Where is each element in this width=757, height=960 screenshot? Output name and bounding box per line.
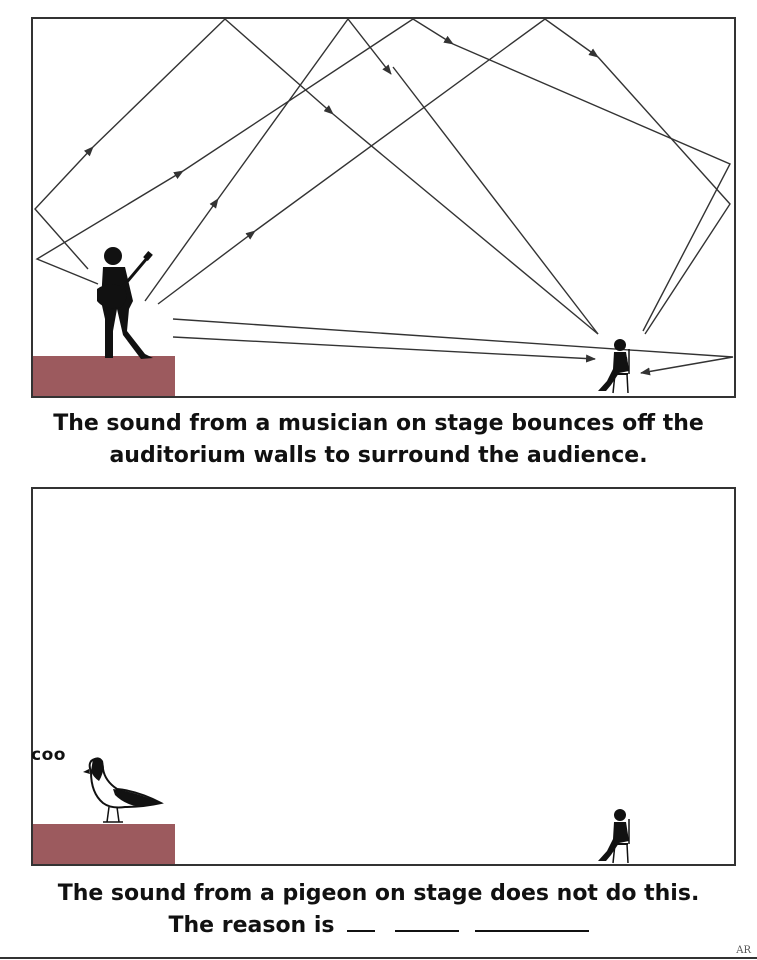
pigeon-sound-text: coo <box>31 745 66 765</box>
reason-prefix: The reason is <box>168 913 335 938</box>
pigeon-icon <box>83 757 164 823</box>
sound-ray <box>254 19 599 232</box>
sound-ray <box>332 113 599 335</box>
sound-ray-floor <box>172 318 734 376</box>
sound-ray <box>35 170 184 285</box>
pigeon-scene <box>33 757 630 864</box>
seated-listener-silhouette-icon <box>598 809 630 864</box>
author-signature: AR <box>736 945 751 956</box>
caption-pigeon-line1: The sound from a pigeon on stage does no… <box>57 881 700 906</box>
caption-musician-line2: auditorium walls to surround the audienc… <box>109 443 648 468</box>
sound-ray <box>92 19 334 148</box>
answer-blank-3[interactable] <box>474 910 589 932</box>
sound-ray-direct <box>172 336 596 363</box>
sound-ray <box>144 198 219 302</box>
sound-reflection-diagram <box>33 19 734 396</box>
caption-pigeon-line2: The reason is <box>0 910 757 942</box>
caption-pigeon: The sound from a pigeon on stage does no… <box>0 878 757 942</box>
caption-musician-line1: The sound from a musician on stage bounc… <box>53 411 704 436</box>
sound-ray <box>392 66 599 335</box>
answer-blank-2[interactable] <box>394 910 459 932</box>
sound-ray <box>182 19 454 172</box>
stage <box>33 824 175 864</box>
sound-ray <box>157 230 256 305</box>
sound-ray <box>34 146 94 270</box>
stage <box>33 356 175 396</box>
auditorium-diagram-musician <box>31 17 736 398</box>
divider <box>0 957 757 959</box>
sound-ray <box>217 19 392 200</box>
guitarist-silhouette-icon <box>97 247 153 359</box>
sound-ray <box>597 56 731 335</box>
answer-blank-1[interactable] <box>346 910 375 932</box>
caption-musician: The sound from a musician on stage bounc… <box>0 408 757 472</box>
seated-listener-silhouette-icon <box>598 339 630 394</box>
auditorium-diagram-pigeon <box>31 487 736 866</box>
sound-ray <box>452 43 731 332</box>
